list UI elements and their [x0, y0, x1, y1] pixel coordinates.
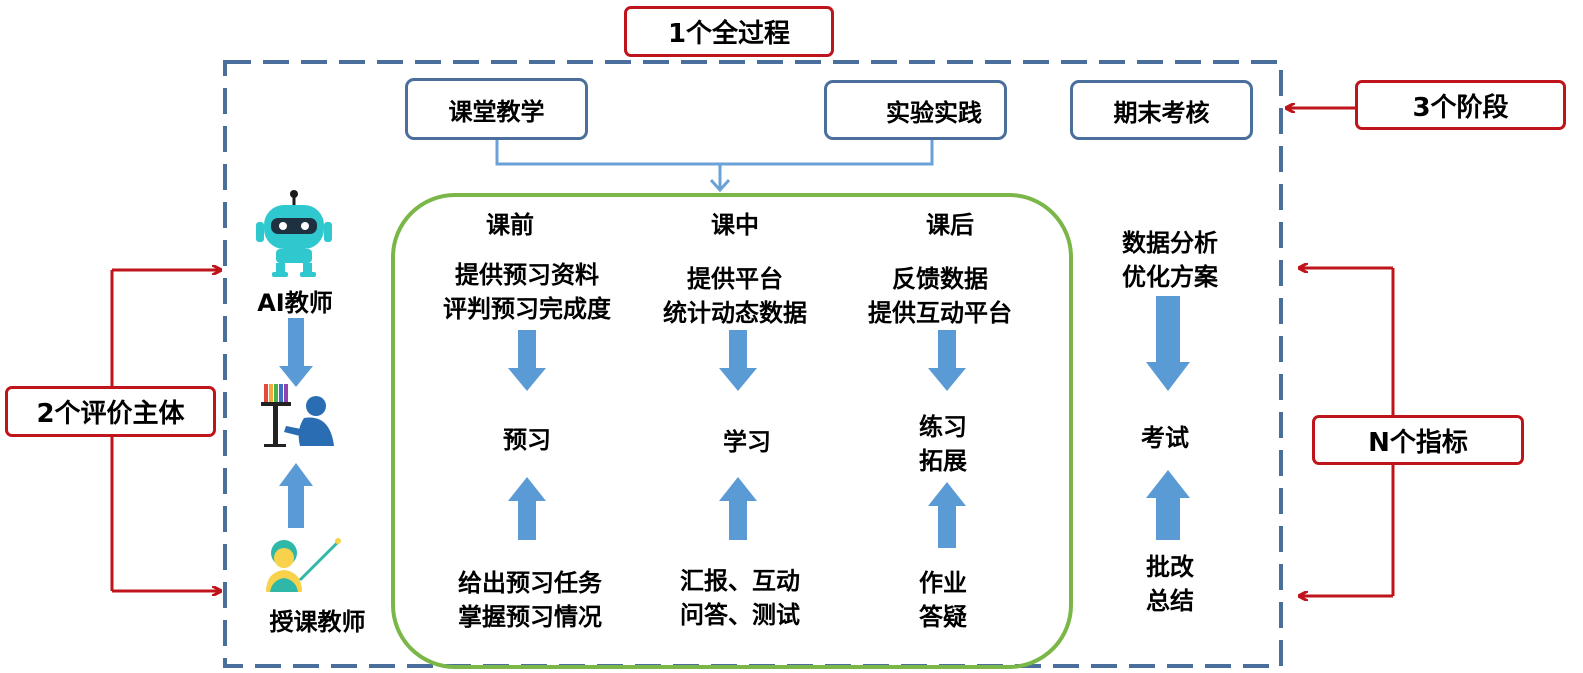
- phase-green-frame: [391, 193, 1073, 669]
- phase-before-title: 课前: [486, 211, 534, 239]
- arrow-during-up: [719, 477, 757, 540]
- phase-during-top-line2: 统计动态数据: [663, 299, 807, 327]
- stage-practice-box: 实验实践: [824, 80, 1007, 140]
- subjects-label: 2个评价主体: [5, 386, 216, 437]
- stage-classroom-text: 课堂教学: [448, 97, 545, 126]
- process-label-text: 1个全过程: [667, 19, 791, 49]
- phase-after-center-line1: 练习: [919, 413, 967, 441]
- phase-during-title: 课中: [711, 211, 759, 239]
- arrow-after-down: [928, 330, 966, 391]
- phase-after-top-line2: 提供互动平台: [868, 299, 1012, 327]
- exam-center: 考试: [1141, 424, 1189, 452]
- exam-bottom: 批改 总结: [1120, 550, 1220, 618]
- phase-after-top: 反馈数据 提供互动平台: [830, 262, 1050, 330]
- exam-top: 数据分析 优化方案: [1090, 226, 1250, 294]
- phase-after-bottom-line1: 作业: [919, 569, 967, 597]
- phase-after-center: 练习 拓展: [893, 410, 993, 478]
- phase-during-bottom-line1: 汇报、互动: [680, 567, 800, 595]
- stage-final-text: 期末考核: [1113, 98, 1210, 127]
- phase-after-bottom-line2: 答疑: [919, 603, 967, 631]
- subjects-label-text: 2个评价主体: [36, 399, 185, 429]
- arrow-exam-up: [1146, 470, 1190, 540]
- process-label: 1个全过程: [624, 6, 834, 57]
- arrow-before-down: [508, 330, 546, 391]
- stage-connector: [495, 140, 934, 188]
- up-arrows: [279, 463, 1190, 548]
- phase-before-bottom-line1: 给出预习任务: [458, 569, 602, 597]
- down-arrows: [279, 296, 1190, 391]
- phase-before-top: 提供预习资料 评判预习完成度: [397, 258, 657, 326]
- ai-teacher-label: AI教师: [257, 289, 333, 317]
- arrow-ai-down: [279, 318, 313, 387]
- robot-icon: [256, 190, 332, 277]
- stages-label-text: 3个阶段: [1412, 92, 1509, 123]
- arrow-exam-down: [1146, 296, 1190, 391]
- stage-practice-text: 实验实践: [886, 98, 982, 127]
- arrow-teacher-up: [279, 463, 313, 528]
- phase-during-center: 学习: [723, 428, 771, 456]
- phase-after-top-line1: 反馈数据: [892, 265, 988, 293]
- phase-before-top-line1: 提供预习资料: [455, 261, 599, 289]
- phase-during-bottom: 汇报、互动 问答、测试: [650, 564, 830, 632]
- student-icon: [261, 384, 334, 447]
- exam-top-line1: 数据分析: [1122, 229, 1218, 257]
- exam-top-line2: 优化方案: [1122, 263, 1218, 291]
- exam-bottom-line1: 批改: [1146, 553, 1194, 581]
- phase-during-top: 提供平台 统计动态数据: [620, 262, 850, 330]
- phase-during-bottom-line2: 问答、测试: [680, 601, 800, 629]
- phase-before-center: 预习: [503, 426, 551, 454]
- phase-after-bottom: 作业 答疑: [893, 566, 993, 634]
- indicators-label-text: N个指标: [1368, 427, 1468, 458]
- arrow-after-up: [928, 482, 966, 548]
- stage-final-box: 期末考核: [1070, 80, 1253, 140]
- phase-before-bottom-line2: 掌握预习情况: [458, 603, 602, 631]
- phase-during-top-line1: 提供平台: [687, 265, 783, 293]
- arrow-during-down: [719, 330, 757, 391]
- phase-after-center-line2: 拓展: [919, 447, 967, 475]
- course-teacher-label: 授课教师: [269, 608, 366, 636]
- arrow-before-up: [508, 477, 546, 540]
- stages-label: 3个阶段: [1355, 80, 1566, 130]
- phase-after-title: 课后: [926, 211, 974, 239]
- stage-classroom-box: 课堂教学: [405, 78, 588, 140]
- teacher-icon: [266, 538, 341, 592]
- exam-bottom-line2: 总结: [1146, 587, 1194, 615]
- phase-before-top-line2: 评判预习完成度: [443, 295, 611, 323]
- phase-before-bottom: 给出预习任务 掌握预习情况: [400, 566, 660, 634]
- indicators-label: N个指标: [1312, 415, 1524, 465]
- stage-connector-head: [709, 178, 731, 193]
